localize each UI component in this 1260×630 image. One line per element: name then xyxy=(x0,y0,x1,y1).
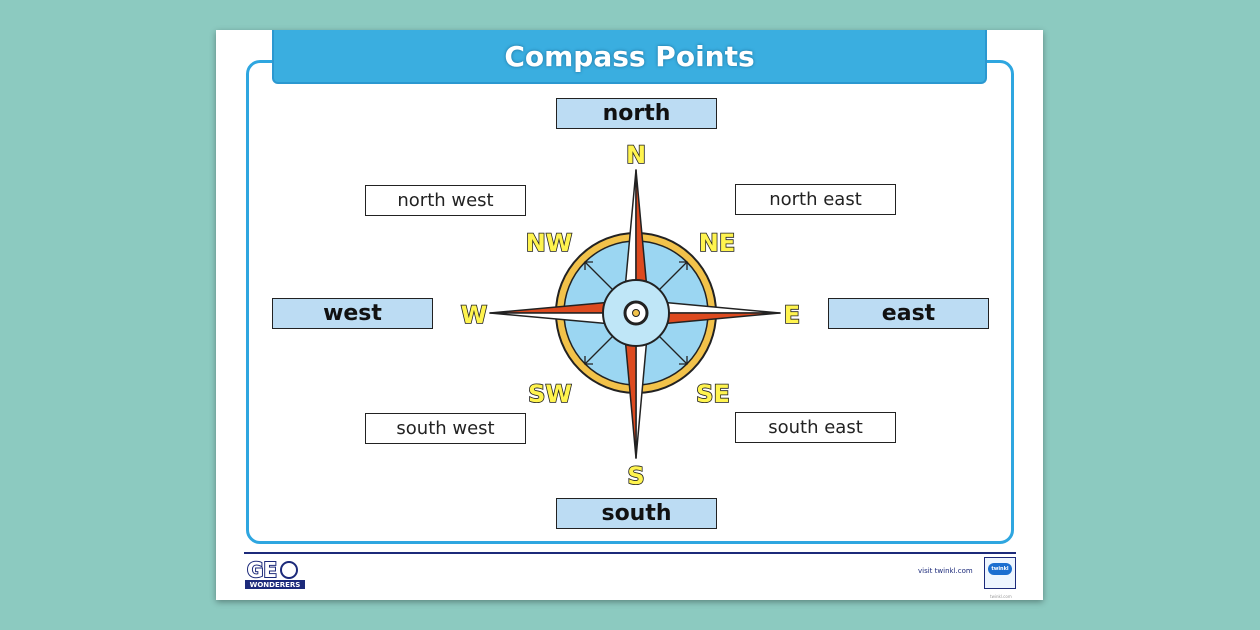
letter-s: S xyxy=(627,462,644,490)
geo-wonderers-logo: GE WONDERERS xyxy=(245,557,305,589)
letter-n: N xyxy=(626,141,646,169)
page-title: Compass Points xyxy=(272,30,987,84)
visit-link[interactable]: visit twinkl.com xyxy=(918,567,973,575)
label-west: west xyxy=(272,298,433,329)
twinkl-badge: twinkl xyxy=(984,557,1016,589)
svg-text:GE: GE xyxy=(247,558,277,582)
letter-nw: NW xyxy=(526,229,573,257)
letter-sw: SW xyxy=(528,380,572,408)
label-north-west: north west xyxy=(365,185,526,216)
letter-se: SE xyxy=(696,380,730,408)
label-north-east: north east xyxy=(735,184,896,215)
label-south-east: south east xyxy=(735,412,896,443)
label-north: north xyxy=(556,98,717,129)
label-south: south xyxy=(556,498,717,529)
svg-text:WONDERERS: WONDERERS xyxy=(250,581,301,589)
footer-divider xyxy=(244,552,1016,554)
twinkl-url: twinkl.com xyxy=(990,594,1012,599)
letter-w: W xyxy=(461,301,487,329)
letter-ne: NE xyxy=(699,229,735,257)
label-south-west: south west xyxy=(365,413,526,444)
letter-e: E xyxy=(784,301,800,329)
label-east: east xyxy=(828,298,989,329)
